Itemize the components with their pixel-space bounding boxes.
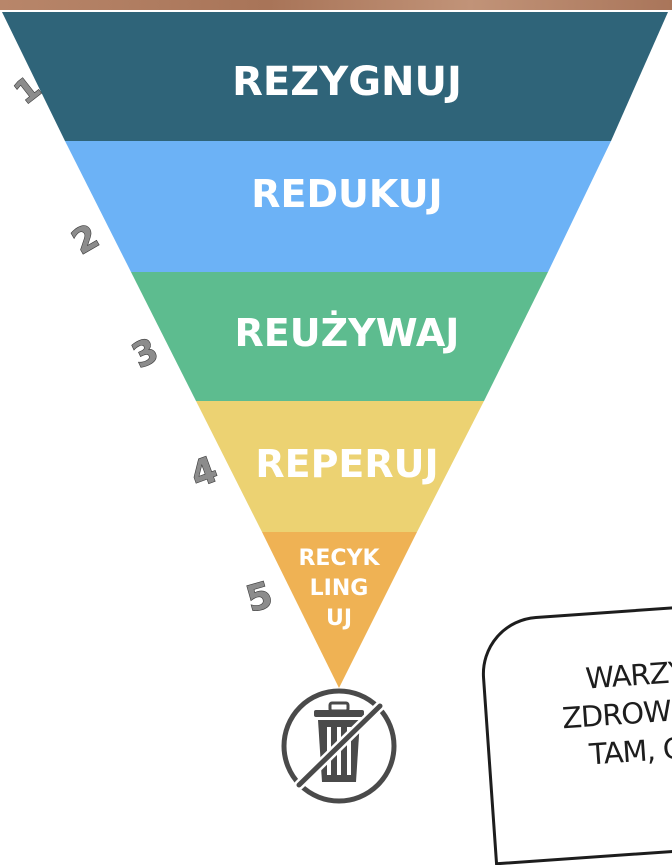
step-number-5: 5 bbox=[242, 575, 277, 621]
step-number-3: 3 bbox=[126, 331, 164, 377]
speech-bubble-text: WARZY ZDROWE S TAM, GI bbox=[484, 646, 672, 781]
tier-5-label-line-3: UJ bbox=[326, 606, 352, 631]
background-photo-strip bbox=[0, 0, 672, 10]
step-number-2: 2 bbox=[65, 216, 106, 262]
tier-1-label: REZYGNUJ bbox=[232, 59, 462, 105]
step-number-4: 4 bbox=[185, 449, 223, 496]
tier-4-band bbox=[196, 401, 484, 532]
tier-5-label-line-1: RECYK bbox=[298, 546, 380, 571]
tier-3-band bbox=[131, 272, 548, 401]
tier-5-label-line-2: LING bbox=[310, 576, 369, 601]
tier-4-label: REPERUJ bbox=[255, 442, 438, 486]
speech-bubble: WARZY ZDROWE S TAM, GI bbox=[478, 601, 672, 865]
tier-5-band bbox=[262, 532, 417, 688]
waste-hierarchy-funnel: REZYGNUJ REDUKUJ REUŻYWAJ REPERUJ RECYK … bbox=[2, 12, 668, 804]
tier-2-band bbox=[65, 141, 611, 272]
tier-3-label: REUŻYWAJ bbox=[235, 311, 460, 355]
tier-1-band bbox=[2, 12, 668, 141]
tier-2-label: REDUKUJ bbox=[251, 172, 442, 216]
crossed-out-trash-can-icon bbox=[281, 688, 397, 804]
